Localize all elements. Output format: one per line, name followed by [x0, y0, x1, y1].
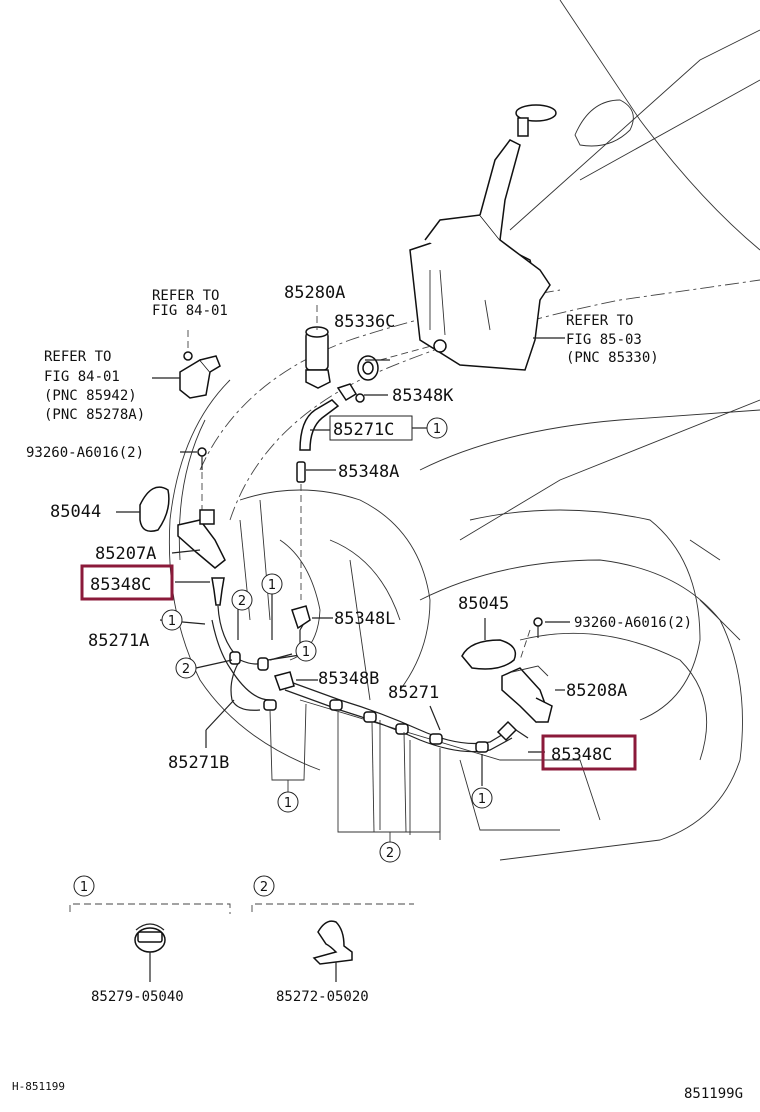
svg-text:1: 1 [168, 614, 176, 629]
label-85280A: 85280A [284, 283, 345, 303]
callout-1-d: 1 [295, 640, 317, 662]
washer-reservoir [409, 104, 557, 371]
label-85348B: 85348B [318, 669, 379, 689]
svg-text:(PNC 85330): (PNC 85330) [566, 350, 659, 366]
screw-right [519, 617, 570, 661]
callout-2-b: 2 [175, 657, 197, 679]
label-85271A: 85271A [88, 631, 149, 651]
svg-text:2: 2 [182, 662, 190, 677]
label-85336C: 85336C [334, 312, 395, 332]
nozzle-85207A [171, 509, 226, 569]
callout-1-e: 1 [277, 791, 299, 813]
vehicle-body-outline [168, 0, 760, 861]
svg-text:2: 2 [386, 846, 394, 861]
hose-85271C [299, 399, 340, 451]
label-85348C-right: 85348C [551, 745, 612, 765]
svg-text:1: 1 [433, 422, 441, 437]
callout-1-a: 1 [426, 417, 448, 439]
label-85208A: 85208A [566, 681, 627, 701]
svg-text:2: 2 [238, 594, 246, 609]
refer-to-right: REFER TO FIG 85-03 (PNC 85330) [566, 313, 659, 366]
headlamp-cover-85045 [461, 618, 517, 670]
svg-text:1: 1 [478, 792, 486, 807]
pump-grommet [357, 344, 436, 381]
label-85045: 85045 [458, 594, 509, 614]
svg-text:2: 2 [260, 880, 268, 895]
svg-text:FIG 85-03: FIG 85-03 [566, 332, 642, 348]
label-85348K: 85348K [392, 386, 454, 406]
check-valve-left [175, 577, 225, 606]
label-85044: 85044 [50, 502, 101, 522]
svg-text:(PNC 85942): (PNC 85942) [44, 388, 137, 404]
svg-text:REFER TO: REFER TO [566, 313, 633, 329]
label-85271B: 85271B [168, 753, 229, 773]
highlight-85348C-left [80, 564, 174, 601]
highlight-85348C-right [541, 734, 637, 771]
headlamp-cover-85044 [116, 486, 170, 532]
svg-text:(PNC 85278A): (PNC 85278A) [44, 407, 145, 423]
joint-85348K [336, 383, 388, 403]
callout-brackets [269, 703, 441, 843]
joint-85348A [296, 461, 336, 600]
svg-text:REFER TO: REFER TO [152, 288, 219, 304]
callout-1-c: 1 [161, 609, 183, 631]
label-85207A: 85207A [95, 544, 156, 564]
label-93260-right: 93260-A6016(2) [574, 615, 692, 631]
svg-text:FIG 84-01: FIG 84-01 [44, 369, 120, 385]
check-valve-right [496, 720, 545, 753]
label-85348C-left: 85348C [90, 575, 151, 595]
callout-2-a: 2 [231, 589, 253, 611]
svg-text:REFER TO: REFER TO [44, 349, 111, 365]
refer-to-left: REFER TO FIG 84-01 (PNC 85942) (PNC 8527… [44, 349, 145, 423]
label-93260-left: 93260-A6016(2) [26, 445, 144, 461]
svg-text:1: 1 [284, 796, 292, 811]
callout-1-f: 1 [471, 787, 493, 809]
label-85348A: 85348A [338, 462, 399, 482]
callout-1-b: 1 [261, 573, 283, 595]
hose-network [159, 594, 513, 786]
refer-to-top-left: REFER TO FIG 84-01 [152, 288, 228, 319]
legend-clip-1: 1 85279-05040 [69, 875, 231, 1005]
label-85348L: 85348L [334, 609, 395, 629]
washer-pump [305, 305, 331, 389]
svg-text:1: 1 [80, 880, 88, 895]
svg-text:1: 1 [268, 578, 276, 593]
svg-text:1: 1 [302, 645, 310, 660]
label-85271: 85271 [388, 683, 439, 703]
callout-2-c: 2 [379, 841, 401, 863]
legend-part-85279: 85279-05040 [91, 989, 184, 1005]
footer-right-code: 851199G [684, 1086, 743, 1102]
svg-text:FIG 84-01: FIG 84-01 [152, 303, 228, 319]
legend-part-85272: 85272-05020 [276, 989, 369, 1005]
nozzle-85208A [501, 665, 565, 724]
footer-left-code: H-851199 [12, 1080, 65, 1093]
label-85271C: 85271C [333, 420, 394, 440]
legend-clip-2: 2 85272-05020 [251, 875, 414, 1005]
bracket-left [152, 330, 221, 399]
